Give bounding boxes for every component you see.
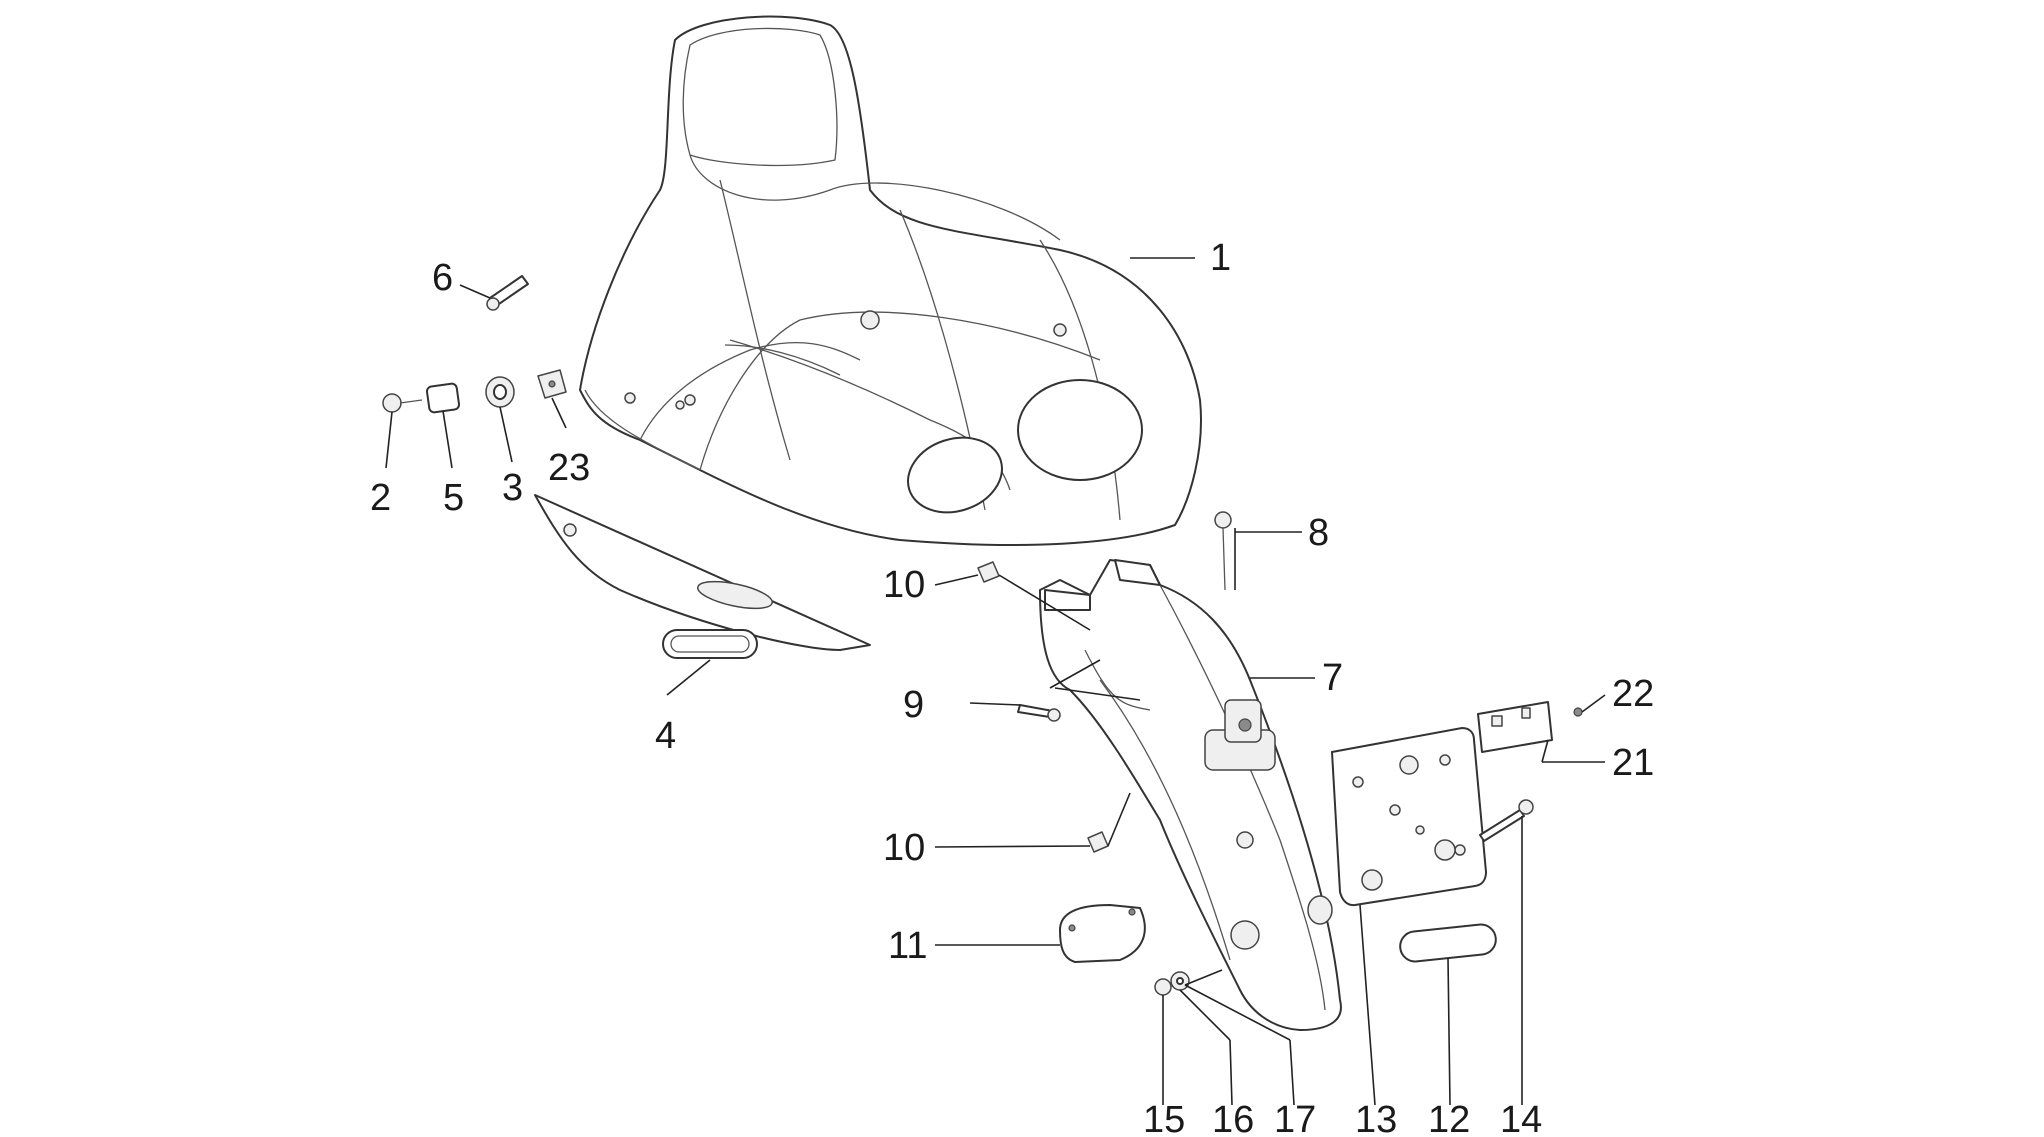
- callout-16: 16: [1212, 1099, 1254, 1137]
- callout-12: 12: [1428, 1099, 1470, 1137]
- part-screw-2: [382, 393, 423, 413]
- callout-2: 2: [370, 477, 391, 519]
- part-bolt-6: [486, 275, 529, 311]
- part-rear-body-shell: [579, 15, 1202, 546]
- part-spacer-5: [425, 382, 461, 414]
- callout-3: 3: [502, 467, 523, 509]
- part-light-11: [1059, 904, 1146, 963]
- part-rear-mudguard-7: [1039, 559, 1342, 1031]
- callout-13: 13: [1355, 1099, 1397, 1137]
- callout-15: 15: [1143, 1099, 1185, 1137]
- part-clip-23: [537, 369, 567, 399]
- callout-6: 6: [432, 257, 453, 299]
- part-screw-9: [1017, 704, 1061, 722]
- part-plate-holder-13: [1331, 727, 1487, 907]
- part-grommet-3: [485, 376, 515, 408]
- part-screw-22: [1573, 707, 1583, 717]
- callout-21: 21: [1612, 742, 1654, 784]
- callout-22: 22: [1612, 673, 1654, 715]
- callout-14: 14: [1500, 1099, 1542, 1137]
- part-bracket-21: [1477, 701, 1553, 753]
- callout-1: 1: [1210, 237, 1231, 279]
- callout-10-upper: 10: [883, 564, 925, 606]
- part-reflector-4: [662, 629, 758, 659]
- callout-7: 7: [1322, 657, 1343, 699]
- callout-5: 5: [443, 477, 464, 519]
- leader-lines: [385, 257, 1606, 1106]
- part-bottom-cover: [534, 494, 871, 651]
- callout-23: 23: [548, 447, 590, 489]
- part-nut-10-lower: [1087, 831, 1109, 853]
- callout-8: 8: [1308, 512, 1329, 554]
- part-screw-14: [1479, 799, 1534, 842]
- callout-labels: 1 2 3 4 5 6 7 8 9 10 10 11 12 13 14 15 1…: [370, 237, 1654, 1137]
- callout-10-lower: 10: [883, 827, 925, 869]
- callout-11: 11: [888, 925, 927, 967]
- part-washer-16: [1170, 971, 1190, 991]
- callout-4: 4: [655, 715, 676, 757]
- callout-9: 9: [903, 684, 924, 726]
- callout-17: 17: [1274, 1099, 1316, 1137]
- part-reflector-12: [1399, 923, 1497, 963]
- part-nut-15: [1154, 978, 1172, 996]
- part-nut-10-upper: [977, 561, 1000, 583]
- part-screw-8: [1214, 511, 1232, 591]
